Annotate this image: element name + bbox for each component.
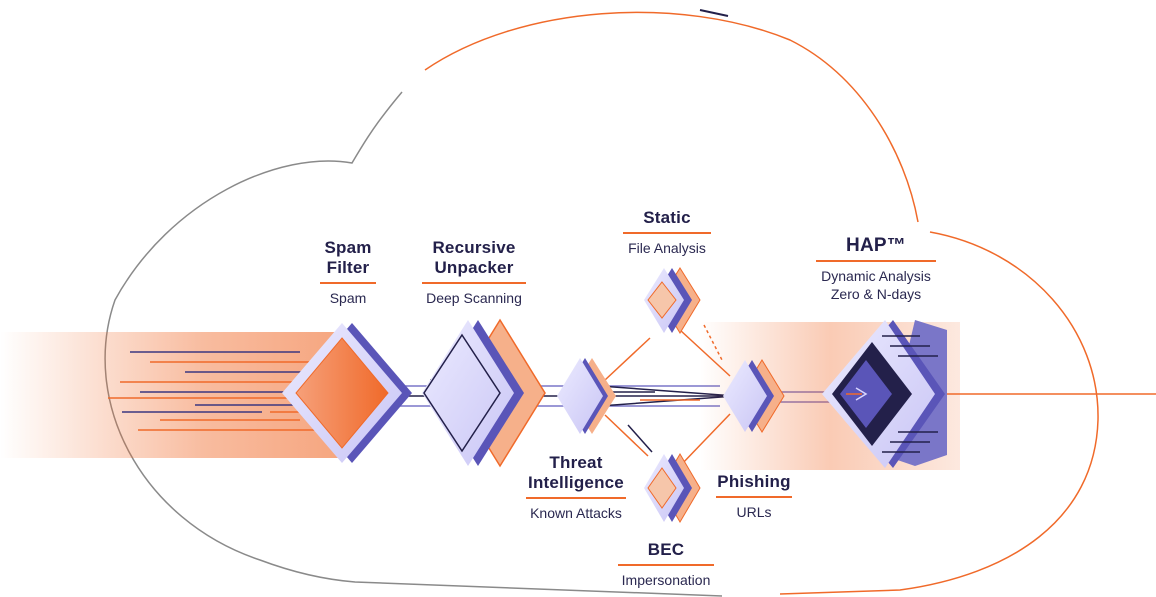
static-title: Static [643, 208, 691, 227]
threat-intelligence-rule [526, 497, 626, 499]
bec-node [644, 453, 701, 523]
recursive-unpacker-title-1: Recursive [432, 238, 516, 257]
threat-intelligence-title-2: Intelligence [528, 473, 624, 492]
spam-filter-subtitle: Spam [329, 290, 367, 306]
recursive-unpacker-subtitle: Deep Scanning [426, 290, 522, 306]
bec-label: BEC Impersonation [608, 540, 724, 589]
cloud-top-accent [699, 9, 729, 17]
threat-intelligence-label: Threat Intelligence Known Attacks [516, 453, 636, 522]
threat-intelligence-title-1: Threat [549, 453, 603, 472]
recursive-unpacker-title-2: Unpacker [434, 258, 514, 277]
bec-title: BEC [647, 540, 685, 559]
hap-subtitle-1: Dynamic Analysis [821, 268, 931, 284]
recursive-unpacker-label: Recursive Unpacker Deep Scanning [414, 238, 534, 307]
static-label: Static File Analysis [612, 208, 722, 257]
static-rule [623, 232, 711, 234]
recursive-unpacker-node [422, 318, 546, 468]
phishing-label: Phishing URLs [707, 472, 801, 521]
hap-node [822, 320, 947, 468]
spam-filter-title-1: Spam [324, 238, 372, 257]
threat-intelligence-subtitle: Known Attacks [530, 505, 622, 521]
phishing-node [723, 359, 785, 433]
recursive-unpacker-rule [422, 282, 526, 284]
spam-filter-node [282, 323, 412, 463]
hap-label: HAP™ Dynamic Analysis Zero & N-days [806, 236, 946, 303]
cloud-right-arc [779, 231, 1099, 595]
incoming-stream-glow [0, 332, 340, 458]
cloud-outline [104, 9, 1099, 597]
bec-subtitle: Impersonation [621, 572, 711, 588]
cloud-top-arc [424, 11, 919, 223]
hap-title: HAP™ [846, 235, 906, 256]
static-node [644, 267, 701, 334]
hap-rule [816, 260, 936, 262]
threat-intelligence-node [557, 358, 616, 434]
phishing-subtitle: URLs [736, 504, 772, 520]
spam-filter-rule [320, 282, 376, 284]
hap-subtitle-2: Zero & N-days [830, 286, 922, 302]
cloud-left-arc [104, 91, 723, 597]
phishing-title: Phishing [717, 472, 791, 491]
static-subtitle: File Analysis [628, 240, 706, 256]
phishing-rule [716, 496, 792, 498]
bec-rule [618, 564, 714, 566]
spam-filter-label: Spam Filter Spam [308, 238, 388, 307]
spam-filter-title-2: Filter [326, 258, 370, 277]
